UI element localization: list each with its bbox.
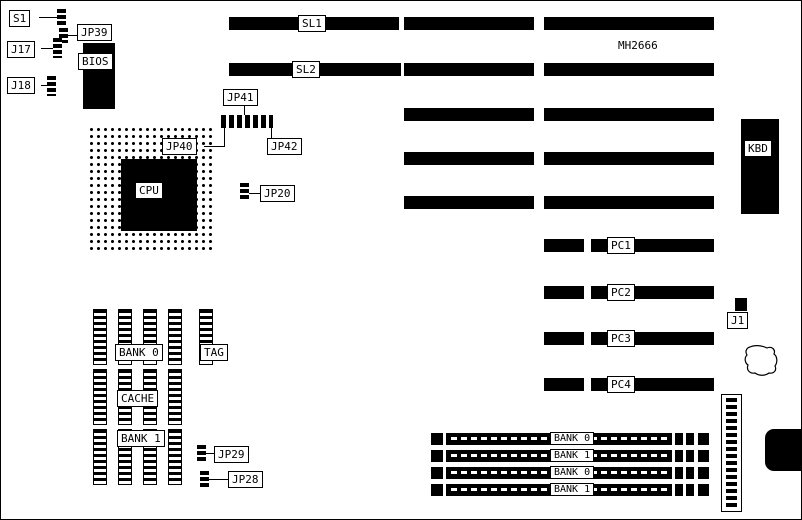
cache-chip [168,369,182,425]
jp28-connector [200,471,209,487]
simm-socket-end [675,467,683,479]
leader-line [39,17,57,18]
jp39-connector [59,28,68,43]
leader-line [271,128,272,138]
simm-socket-end [431,450,443,462]
board-part-number: MH2666 [618,39,658,52]
j1-connector [735,298,747,311]
leader-line [41,85,47,86]
leader-line [68,35,77,36]
simm-bank-label: BANK 0 [550,466,595,479]
jp29-label: JP29 [214,446,249,463]
simm-socket-end [686,467,694,479]
sl1-label: SL1 [298,15,326,32]
simm-socket-end [698,484,709,496]
isa-slot-segment [404,108,534,121]
simm-socket-end [686,450,694,462]
simm-socket-end [698,450,709,462]
leader-line [204,146,225,147]
isa-slot-segment [404,63,534,76]
simm-socket-end [686,433,694,445]
leader-line [209,479,228,480]
kbd-chip [741,119,779,214]
sl2-label: SL2 [292,61,320,78]
leader-line [206,453,214,454]
power-connector-pins [726,398,737,508]
pci-slot-segment [544,239,584,252]
cache-bank1-label: BANK 1 [117,430,165,447]
simm-socket-end [675,433,683,445]
isa-slot-segment [544,63,714,76]
kbd-label: KBD [744,140,772,157]
cache-chip [93,369,107,425]
j1-label: J1 [727,312,749,329]
j17-label: J17 [7,41,35,58]
simm-socket-end [698,467,709,479]
cache-chip [168,429,182,485]
leader-line [41,48,53,49]
power-connector [721,394,742,512]
bios-label: BIOS [78,53,113,70]
s1-connector [57,9,66,25]
simm-socket-end [675,484,683,496]
leader-line [244,106,245,115]
simm-socket-end [698,433,709,445]
pci-slot-segment [544,286,584,299]
isa-slot-segment [544,17,714,30]
leader-line [249,193,260,194]
simm-socket-end [431,484,443,496]
pc2-label: PC2 [607,284,635,301]
pc4-label: PC4 [607,376,635,393]
simm-bank-label: BANK 1 [550,483,595,496]
isa-slot-segment [544,196,714,209]
pc1-label: PC1 [607,237,635,254]
isa-slot-segment [544,152,714,165]
simm-bank-label: BANK 1 [550,449,595,462]
isa-slot-segment [404,196,534,209]
jp41-label: JP41 [223,89,258,106]
simm-socket-end [431,433,443,445]
leader-line [224,128,225,146]
jp41-connector [221,115,273,128]
j18-connector [47,76,56,96]
jp42-label: JP42 [267,138,302,155]
isa-slot-segment [404,152,534,165]
isa-slot-segment [404,17,534,30]
simm-socket-end [431,467,443,479]
jp39-label: JP39 [77,24,112,41]
jp20-label: JP20 [260,185,295,202]
s1-label: S1 [9,10,31,27]
cpu-label: CPU [135,182,163,199]
cache-chip [93,429,107,485]
simm-bank-label: BANK 0 [550,432,595,445]
simm-socket-end [675,450,683,462]
cache-label: CACHE [117,390,159,407]
jp29-connector [197,445,206,461]
j17-connector [53,38,62,58]
simm-socket-end [686,484,694,496]
jp40-label: JP40 [162,138,197,155]
jp28-label: JP28 [228,471,263,488]
pci-slot-segment [544,332,584,345]
pc3-label: PC3 [607,330,635,347]
tag-label: TAG [200,344,228,361]
crystal-outline [744,345,778,376]
cache-chip [93,309,107,365]
j18-label: J18 [7,77,35,94]
jp20-connector [240,183,249,199]
cache-bank0-label: BANK 0 [115,344,163,361]
isa-slot-segment [544,108,714,121]
keyboard-din-connector [765,429,801,471]
cache-chip [168,309,182,365]
pci-slot-segment [544,378,584,391]
